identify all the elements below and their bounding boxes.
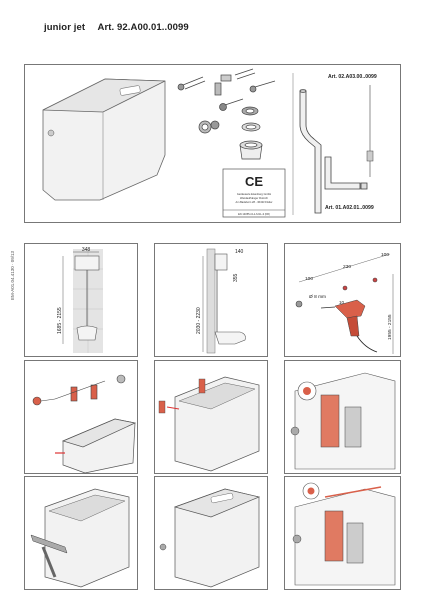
lever-arm bbox=[30, 534, 68, 554]
cistern-illustration bbox=[42, 78, 166, 201]
dim-height: 2030 - 2230 bbox=[196, 307, 202, 334]
dim-height: 1955 - 2155 bbox=[387, 314, 393, 340]
ce-mark: CE bbox=[245, 174, 263, 189]
cert-line2: Wandaufhänger Flutrohr bbox=[240, 196, 268, 200]
article-number: Art. 92.A00.01..0099 bbox=[97, 22, 189, 33]
dim-top: 140 bbox=[235, 249, 244, 255]
cert-line4: EN 14055-CL1-6-NL-3 (FR) bbox=[238, 212, 270, 216]
step-8-panel bbox=[154, 476, 268, 590]
step-6-panel bbox=[284, 360, 401, 474]
product-name: junior jet bbox=[44, 22, 86, 33]
step-4-panel bbox=[24, 360, 138, 474]
step-7-panel bbox=[24, 476, 138, 590]
side-code: EM-A01.04.4130 · 09/13 bbox=[10, 250, 15, 300]
ce-certificate: CE Geräteserie Eisenberg GmbH Wandaufhän… bbox=[222, 168, 286, 218]
screws-and-plugs bbox=[177, 68, 276, 111]
flush-valve bbox=[346, 522, 364, 564]
toilet bbox=[76, 325, 98, 341]
document-title: junior jet Art. 92.A00.01..0099 bbox=[44, 22, 199, 33]
dim-a: 100 bbox=[305, 276, 313, 282]
flush-valve bbox=[344, 406, 362, 448]
cistern bbox=[74, 255, 100, 271]
toilet bbox=[214, 331, 246, 345]
step-3-panel: 100 230 100 Ø 8 mm 10 1955 - 2155 bbox=[284, 243, 401, 357]
dim-height: 1685 - 2155 bbox=[57, 307, 63, 334]
art-lower-label: Art. 01.A02.01..0099 bbox=[325, 205, 374, 211]
fill-valve bbox=[320, 394, 340, 448]
dim-c: 100 bbox=[381, 252, 389, 258]
step-2-panel: 140 355 2030 - 2230 bbox=[154, 243, 268, 357]
cert-line3: Am Badeborn 28 - 36433 Flüder bbox=[235, 200, 272, 204]
drill-illustration bbox=[320, 299, 378, 353]
dim-width: 348 bbox=[82, 247, 91, 253]
parts-illustration: CE Geräteserie Eisenberg GmbH Wandaufhän… bbox=[42, 68, 377, 218]
dim-mid: 355 bbox=[233, 273, 239, 282]
mounting-screws bbox=[32, 374, 126, 406]
dim-b: 230 bbox=[343, 264, 351, 270]
seals-and-rings bbox=[198, 106, 263, 160]
step-9-panel bbox=[284, 476, 401, 590]
step-5-panel bbox=[154, 360, 268, 474]
cert-line1: Geräteserie Eisenberg GmbH bbox=[237, 192, 271, 196]
wall-screws bbox=[295, 277, 378, 308]
screw-depth: 10 bbox=[339, 300, 345, 305]
fill-valve bbox=[324, 510, 344, 562]
wall-section bbox=[206, 248, 216, 354]
step-1-panel: 348 1685 - 2155 bbox=[24, 243, 138, 357]
cistern-cutaway bbox=[294, 488, 396, 586]
flush-pipe-set bbox=[299, 85, 374, 214]
parts-panel: CE Geräteserie Eisenberg GmbH Wandaufhän… bbox=[24, 64, 401, 223]
drill-size: Ø 8 mm bbox=[309, 294, 326, 300]
art-upper-label: Art. 02.A03.00..0099 bbox=[328, 74, 377, 80]
